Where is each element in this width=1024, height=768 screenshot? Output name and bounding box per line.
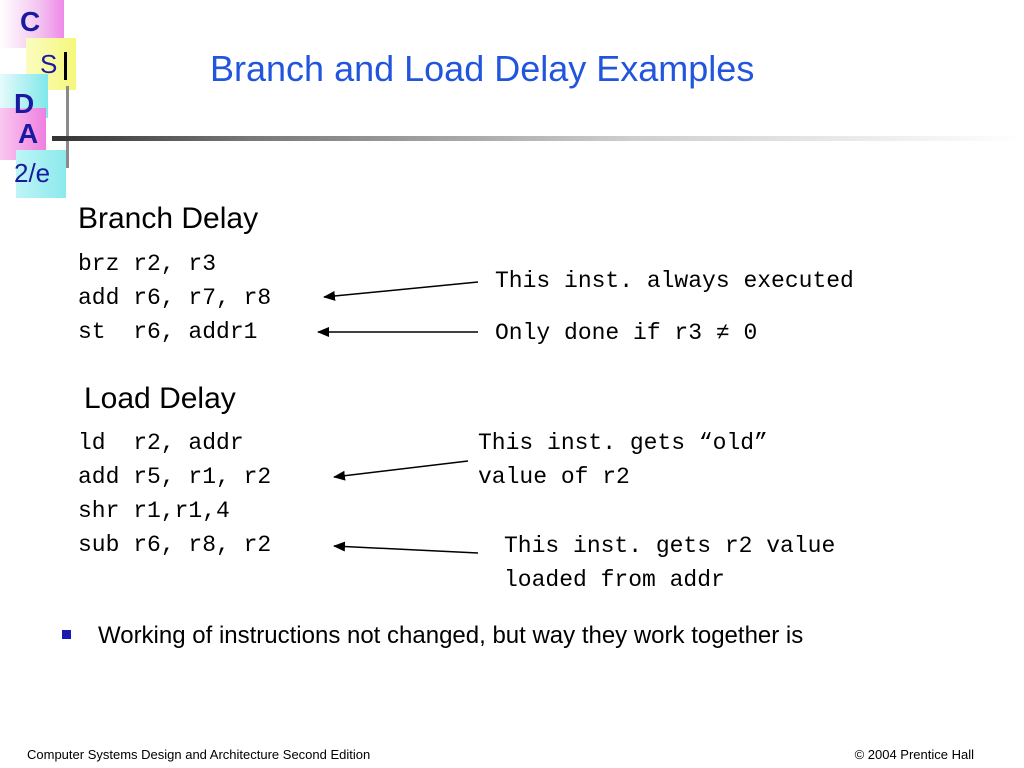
logo-letter-d: D bbox=[14, 88, 35, 119]
csda-logo: C S D A 2/e bbox=[0, 0, 90, 200]
square-bullet-icon bbox=[62, 630, 71, 639]
footer-copyright: © 2004 Prentice Hall bbox=[854, 747, 974, 762]
slide-title: Branch and Load Delay Examples bbox=[210, 48, 755, 89]
logo-edition: 2/e bbox=[14, 158, 51, 188]
branch-note-always-executed: This inst. always executed bbox=[495, 268, 854, 294]
note-line: This inst. gets “old” bbox=[478, 430, 768, 456]
logo-vertical-rule bbox=[66, 86, 69, 168]
code-line: st r6, addr1 bbox=[78, 319, 258, 345]
footer-book-title: Computer Systems Design and Architecture… bbox=[27, 747, 371, 762]
load-delay-code: ld r2, addr add r5, r1, r2 shr r1,r1,4 sub … bbox=[78, 426, 271, 562]
load-delay-heading: Load Delay bbox=[84, 382, 236, 415]
logo-letter-c: C bbox=[20, 6, 41, 37]
arrow-always-executed bbox=[323, 281, 479, 301]
load-note-old-value: This inst. gets “old” value of r2 bbox=[478, 426, 768, 494]
logo-letter-a: A bbox=[18, 118, 39, 149]
code-line: ld r2, addr bbox=[78, 430, 244, 456]
logo-letter-s: S bbox=[40, 49, 58, 79]
branch-delay-code: brz r2, r3 add r6, r7, r8 st r6, addr1 bbox=[78, 247, 271, 349]
code-line: brz r2, r3 bbox=[78, 251, 217, 277]
bullet-item: Working of instructions not changed, but… bbox=[62, 622, 803, 650]
code-line: add r5, r1, r2 bbox=[78, 464, 272, 490]
logo-bar bbox=[64, 52, 67, 80]
load-note-loaded-value: This inst. gets r2 value loaded from addr bbox=[504, 529, 835, 597]
code-line: shr r1,r1,4 bbox=[78, 498, 230, 524]
bullet-text: Working of instructions not changed, but… bbox=[98, 622, 804, 649]
code-line: sub r6, r8, r2 bbox=[78, 532, 272, 558]
note-line: value of r2 bbox=[478, 464, 630, 490]
arrow-loaded-value bbox=[333, 541, 479, 554]
branch-delay-heading: Branch Delay bbox=[78, 202, 259, 235]
arrow-old-value bbox=[333, 460, 469, 481]
logo-block-edition bbox=[16, 150, 66, 198]
note-line: This inst. gets r2 value bbox=[504, 533, 836, 559]
branch-note-conditional: Only done if r3 ≠ 0 bbox=[495, 320, 758, 346]
code-line: add r6, r7, r8 bbox=[78, 285, 272, 311]
title-rule bbox=[52, 136, 1024, 141]
note-line: loaded from addr bbox=[504, 567, 725, 593]
